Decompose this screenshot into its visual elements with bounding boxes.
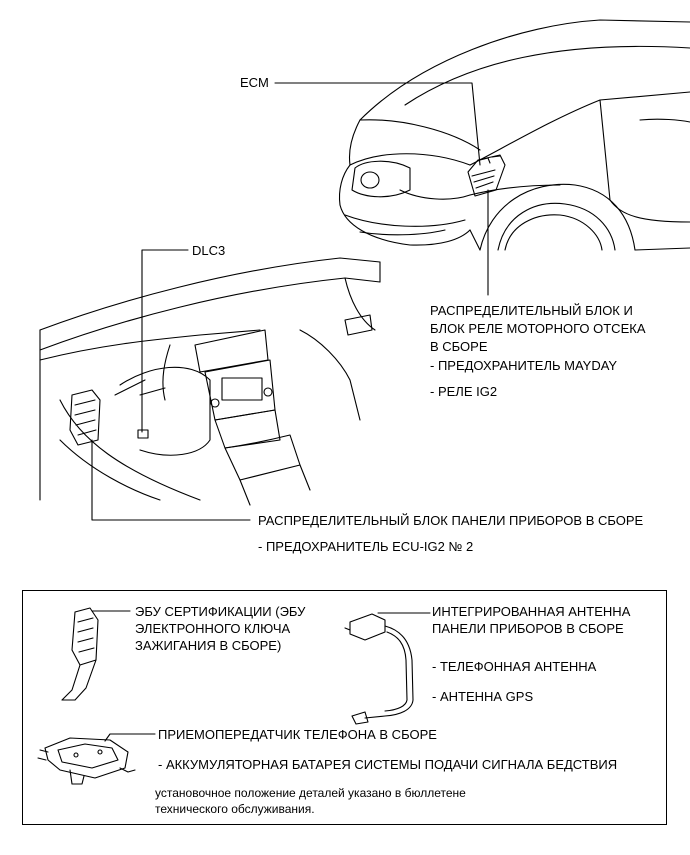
panel-block-label: РАСПРЕДЕЛИТЕЛЬНЫЙ БЛОК ПАНЕЛИ ПРИБОРОВ В… xyxy=(258,513,644,528)
antenna-label-line-1: ИНТЕГРИРОВАННАЯ АНТЕННА xyxy=(432,604,631,619)
cert-ecu-label-line-1: ЭБУ СЕРТИФИКАЦИИ (ЭБУ xyxy=(135,604,306,619)
engine-block-label-line-1: РАСПРЕДЕЛИТЕЛЬНЫЙ БЛОК И xyxy=(430,303,633,318)
antenna-item-telephone: - ТЕЛЕФОННАЯ АНТЕННА xyxy=(432,659,597,674)
antenna-illustration xyxy=(344,613,414,725)
related-components-box xyxy=(22,590,667,825)
note-line-1: установочное положение деталей указано в… xyxy=(155,786,466,800)
antenna-item-gps: - АНТЕННА GPS xyxy=(432,689,534,704)
transceiver-item-battery: - АККУМУЛЯТОРНАЯ БАТАРЕЯ СИСТЕМЫ ПОДАЧИ … xyxy=(158,757,618,772)
engine-item-mayday-fuse: - ПРЕДОХРАНИТЕЛЬ MAYDAY xyxy=(430,358,618,373)
engine-block-label-line-3: В СБОРЕ xyxy=(430,339,488,354)
panel-item-ecu-ig2-fuse: - ПРЕДОХРАНИТЕЛЬ ECU-IG2 № 2 xyxy=(258,539,474,554)
ecm-leader-line xyxy=(274,82,481,166)
cert-ecu-label-line-3: ЗАЖИГАНИЯ В СБОРЕ) xyxy=(135,638,282,653)
antenna-label-line-2: ПАНЕЛИ ПРИБОРОВ В СБОРЕ xyxy=(432,621,624,636)
panel-block-leader-line xyxy=(91,439,251,521)
telephone-transceiver-illustration xyxy=(37,737,136,785)
transceiver-leader-line xyxy=(104,733,156,742)
engine-block-label-line-2: БЛОК РЕЛЕ МОТОРНОГО ОТСЕКА xyxy=(430,321,646,336)
transceiver-label: ПРИЕМОПЕРЕДАТЧИК ТЕЛЕФОНА В СБОРЕ xyxy=(158,727,437,742)
cert-ecu-label-line-2: ЭЛЕКТРОННОГО КЛЮЧА xyxy=(135,621,291,636)
car-exterior-illustration xyxy=(338,19,690,251)
dlc3-label: DLC3 xyxy=(192,243,226,258)
note-line-2: технического обслуживания. xyxy=(155,802,315,816)
certification-ecu-illustration xyxy=(61,607,99,701)
engine-item-ig2-relay: - РЕЛЕ IG2 xyxy=(430,384,498,399)
dlc3-leader-line xyxy=(141,249,189,433)
dashboard-illustration xyxy=(39,257,381,506)
ecm-label: ECM xyxy=(240,75,269,90)
